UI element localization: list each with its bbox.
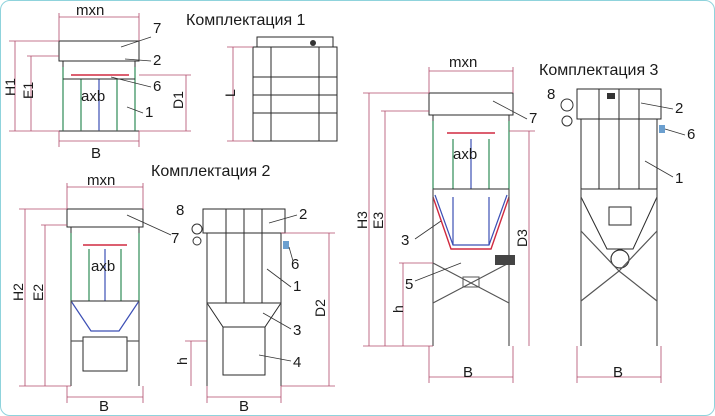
k3-e3-label: E3 (370, 212, 386, 229)
k1-callout-1: 1 (145, 104, 153, 121)
k3-h3-label: H3 (354, 211, 370, 229)
k1-title: Комплектация 1 (186, 12, 306, 29)
k3-front-view (428, 92, 515, 346)
k3-callout-5: 5 (405, 276, 413, 293)
k2-callout-6: 6 (291, 256, 299, 273)
k1-callout-7: 7 (153, 20, 161, 37)
k3-nozzle-icon (659, 125, 665, 133)
k3-mxn-label: mxn (449, 54, 477, 71)
k2-e2-label: E2 (30, 284, 46, 301)
k2-front-view (66, 208, 144, 386)
k1-h1-label: H1 (2, 78, 18, 96)
k2-b2-label: B (239, 398, 249, 415)
k1-front-view (58, 40, 140, 132)
k1-d1-label: D1 (170, 91, 186, 109)
k2-d2-label: D2 (312, 299, 328, 317)
k1-callout-2: 2 (153, 52, 161, 69)
k1-callout-6: 6 (153, 78, 161, 95)
k3-callout-3: 3 (401, 232, 409, 249)
k3-h-label: h (390, 305, 406, 313)
k1-b-label: B (91, 145, 101, 162)
k2-mxn-label: mxn (87, 172, 115, 189)
k2-h2-label: H2 (10, 283, 26, 301)
k2-side-view (191, 208, 289, 386)
k3-motor-icon (561, 115, 573, 127)
k3-callout-7: 7 (529, 110, 537, 127)
k2-callout-2: 2 (299, 206, 307, 223)
k3-valve-icon (560, 98, 574, 112)
k3-rotary-valve-icon (610, 249, 630, 269)
k2-callout-1: 1 (293, 278, 301, 295)
k1-side-valve-icon (310, 40, 316, 46)
k3-d3-label: D3 (514, 229, 530, 247)
k1-mxn-label: mxn (76, 2, 104, 19)
k1-axb-label: axb (81, 88, 105, 105)
k2-valve-icon (191, 223, 203, 235)
k3-b-label: B (463, 364, 473, 381)
k2-title: Комплектация 2 (151, 163, 271, 180)
k3-callout-1: 1 (675, 170, 683, 187)
k2-callout-8: 8 (176, 202, 184, 219)
k1-e1-label: E1 (20, 82, 36, 99)
k2-callout-7: 7 (171, 230, 179, 247)
k2-h-label: h (174, 357, 190, 365)
k1-l-label: L (222, 89, 238, 97)
k2-b-label: B (99, 398, 109, 415)
k3-callout-6: 6 (687, 126, 695, 143)
k3-b2-label: B (613, 364, 623, 381)
k3-callout-2: 2 (675, 100, 683, 117)
k3-side-view (560, 88, 665, 346)
k2-axb-label: axb (91, 258, 115, 275)
k3-callout-8: 8 (547, 86, 555, 103)
k2-callout-4: 4 (293, 354, 301, 371)
k2-motor-icon (192, 236, 202, 246)
k2-callout-3: 3 (293, 322, 301, 339)
k2-nozzle-icon (283, 241, 289, 249)
k1-side-view (252, 36, 338, 142)
k3-title: Комплектация 3 (539, 62, 659, 79)
k3-screw-drive-icon (495, 255, 515, 265)
k3-axb-label: axb (453, 146, 477, 163)
